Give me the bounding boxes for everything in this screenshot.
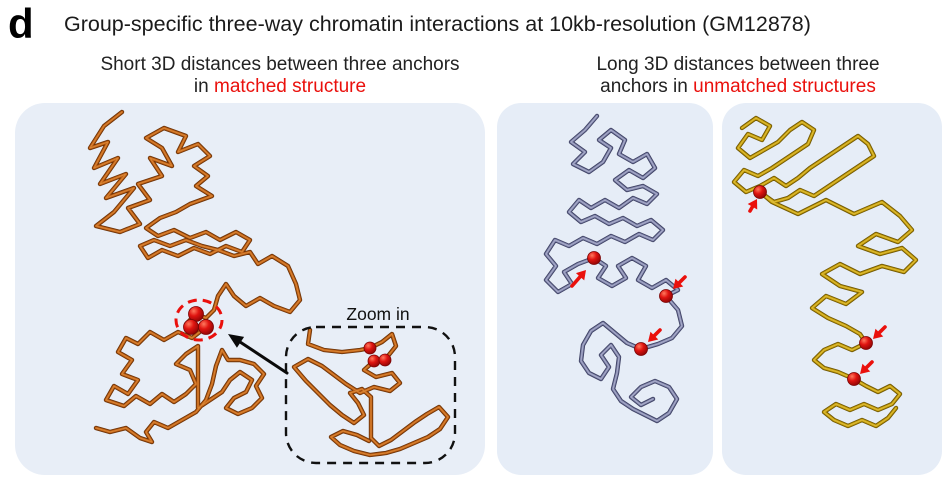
anchor-sphere-icon [659,289,673,303]
caption-matched-line1: Short 3D distances between three anchors [100,54,460,75]
caption-matched-line2-prefix: in [193,76,214,97]
anchor-arrow-icon-head [873,328,884,339]
anchor-sphere-icon [183,319,199,335]
unmatched-structure-2-trace-highlight [733,117,917,427]
caption-unmatched: Long 3D distances between three anchors … [530,54,946,98]
caption-unmatched-highlight: unmatched structures [693,76,876,97]
zoom-pointer-arrow-icon-head [228,334,245,348]
unmatched-structure-1-trace-highlight [545,115,683,422]
anchor-sphere-icon [198,319,214,335]
anchor-sphere-icon [634,342,648,356]
anchor-sphere-icon [587,251,601,265]
anchor-arrow-icon-head [673,278,684,289]
caption-matched: Short 3D distances between three anchors… [40,54,520,98]
zoom-pointer-arrow-icon [234,337,289,375]
anchor-sphere-icon [363,341,377,355]
unmatched-structure-panel-2 [722,103,942,475]
unmatched-structure-1-trace-shade [543,113,685,424]
caption-matched-highlight: matched structure [214,76,367,97]
panel-letter: d [8,0,34,47]
zoom-inset-box [284,325,457,465]
anchor-sphere-icon [378,353,392,367]
anchor-arrow-icon-head [860,363,871,374]
caption-unmatched-line1: Long 3D distances between three [596,54,880,75]
anchor-sphere-icon [859,336,873,350]
anchor-sphere-icon [847,372,861,386]
anchor-arrow-icon-head [648,331,659,342]
anchor-sphere-icon [753,185,767,199]
matched-structure-trace-highlight [89,111,301,443]
anchor-highlight-circle-icon [174,298,224,342]
anchor-arrow-icon-head [575,270,586,281]
matched-structure-trace-shade [87,109,303,445]
figure-title: Group-specific three-way chromatin inter… [64,12,811,36]
zoom-in-label: Zoom in [346,304,410,324]
anchor-arrow-icon-head [747,199,758,210]
anchor-sphere-icon [367,354,381,368]
caption-unmatched-line2-prefix: anchors in [600,76,694,97]
